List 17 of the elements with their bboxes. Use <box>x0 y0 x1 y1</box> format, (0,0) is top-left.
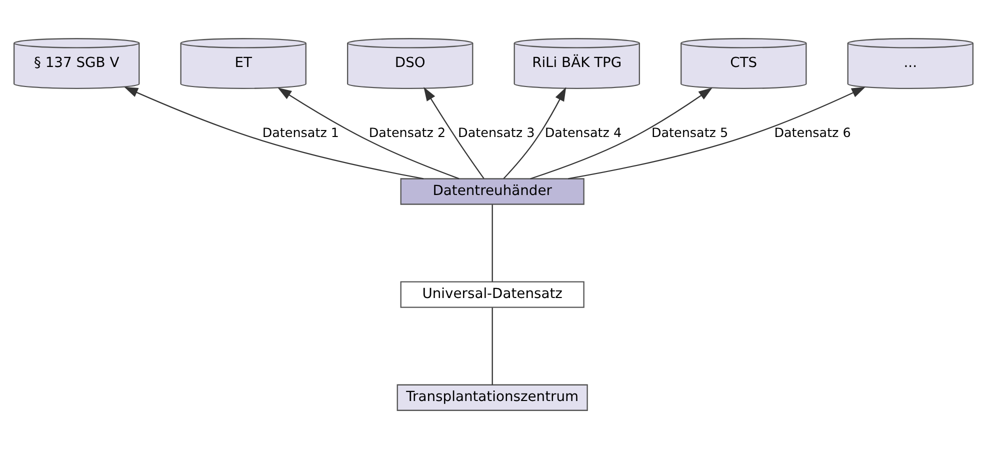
edge-label: Datensatz 6 <box>774 126 850 141</box>
connector <box>491 308 492 385</box>
arrow <box>277 88 459 180</box>
arrow <box>423 86 484 179</box>
connector <box>491 204 492 282</box>
edge-label: Datensatz 4 <box>544 126 622 141</box>
edge-label: Datensatz 5 <box>650 126 728 141</box>
arrow <box>502 87 566 180</box>
node-box: Universal-Datensatz <box>400 281 584 308</box>
edge-label: Datensatz 2 <box>368 126 446 141</box>
arrow <box>124 86 424 180</box>
node-box: Datentreuhänder <box>400 178 584 205</box>
edge-label: Datensatz 3 <box>458 126 534 141</box>
edge-label: Datensatz 1 <box>262 126 339 141</box>
arrow <box>568 86 866 180</box>
arrow <box>530 88 712 180</box>
node-box: Transplantationszentrum <box>396 384 588 411</box>
